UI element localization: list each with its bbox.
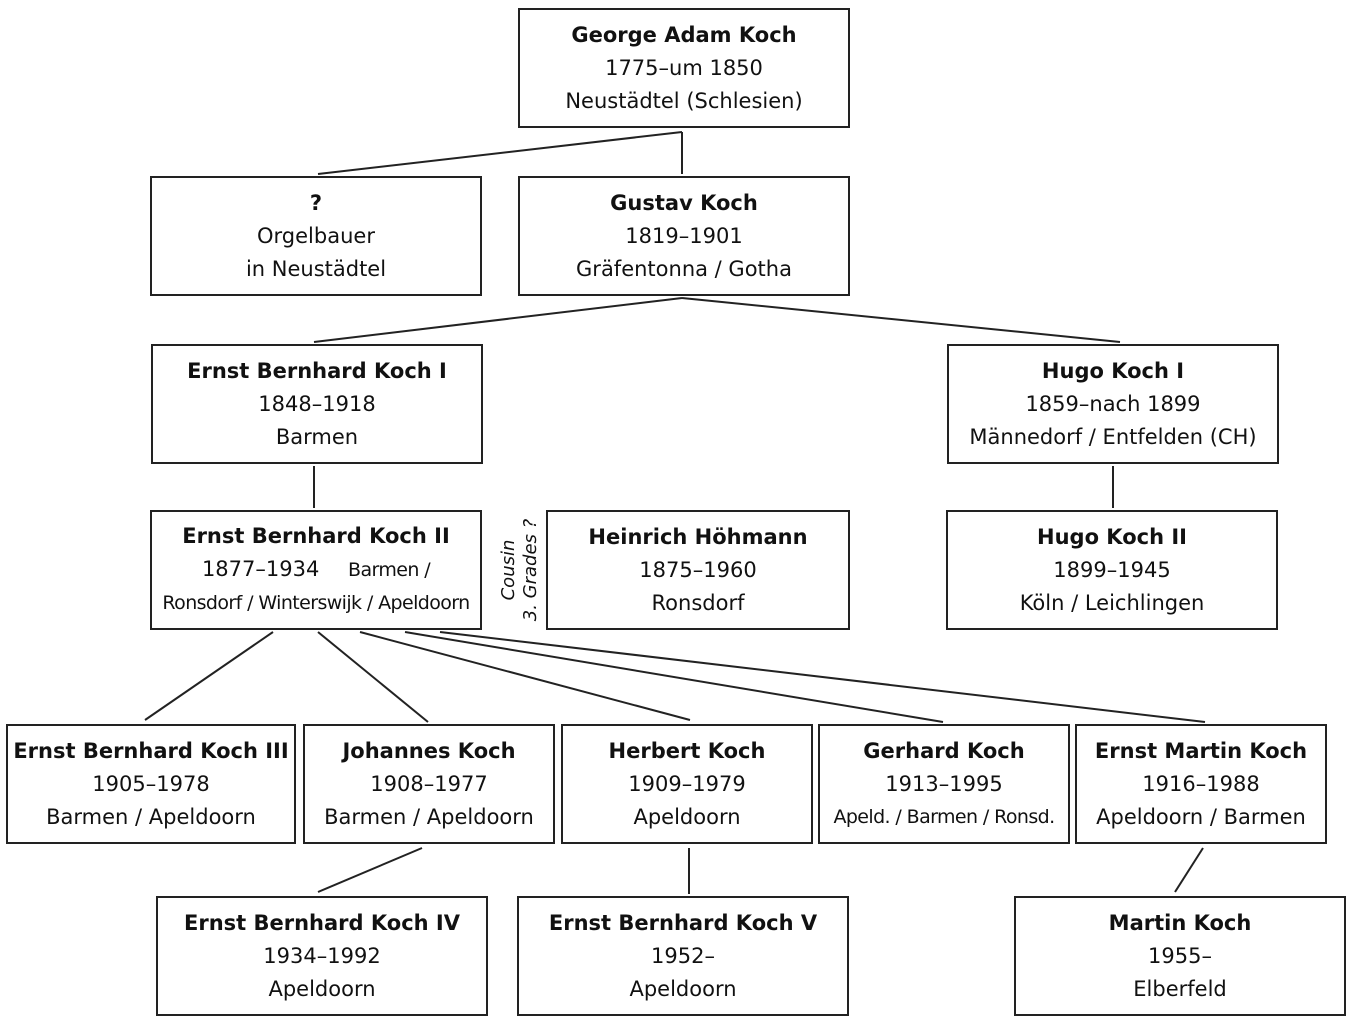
person-place: Apeldoorn (268, 976, 376, 1001)
person-dates: 1877–1934 (201, 557, 320, 581)
person-place: Ronsdorf / Winterswijk / Apeldoorn (162, 592, 470, 614)
person-name: Hugo Koch I (1041, 358, 1185, 383)
person-box-ernst-bernhard-koch-ii: Ernst Bernhard Koch II 1877–1934 Barmen … (150, 510, 482, 630)
person-name: Martin Koch (1108, 910, 1252, 935)
person-name: Herbert Koch (608, 738, 766, 763)
person-name: Ernst Bernhard Koch V (548, 910, 818, 935)
connector-line (144, 631, 274, 721)
person-place: Apeldoorn / Barmen (1096, 804, 1306, 829)
person-place: Apeld. / Barmen / Ronsd. (833, 805, 1055, 828)
person-dates: 1875–1960 (639, 557, 757, 582)
person-box-ernst-martin-koch: Ernst Martin Koch 1916–1988 Apeldoorn / … (1075, 724, 1327, 844)
person-place: Barmen / Apeldoorn (46, 804, 256, 829)
connector-line (317, 131, 683, 175)
person-name: Ernst Martin Koch (1094, 738, 1308, 763)
person-place: Barmen (275, 424, 359, 449)
connector-line (317, 847, 423, 893)
person-dates: 1905–1978 (92, 771, 210, 796)
cousin-note-line2: 3. Grades ? (520, 518, 541, 622)
connector-line (317, 631, 429, 723)
person-box-unknown-orgelbauer: ? Orgelbauer in Neustädtel (150, 176, 482, 296)
person-name: George Adam Koch (571, 22, 797, 47)
person-name: Hugo Koch II (1037, 524, 1187, 549)
person-dates: 1819–1901 (625, 223, 743, 248)
person-box-ernst-bernhard-koch-v: Ernst Bernhard Koch V 1952– Apeldoorn (517, 896, 849, 1016)
person-dates: 1934–1992 (263, 943, 381, 968)
person-box-martin-koch: Martin Koch 1955– Elberfeld (1014, 896, 1346, 1016)
connector-line (439, 631, 1206, 723)
person-dates: 1848–1918 (258, 391, 376, 416)
person-name: Johannes Koch (342, 738, 516, 763)
person-box-johannes-koch: Johannes Koch 1908–1977 Barmen / Apeldoo… (303, 724, 555, 844)
person-dates: 1908–1977 (370, 771, 488, 796)
connector-line (359, 631, 691, 721)
person-place: Neustädtel (Schlesien) (565, 88, 803, 113)
person-box-ernst-bernhard-koch-i: Ernst Bernhard Koch I 1848–1918 Barmen (151, 344, 483, 464)
connector-line (1174, 847, 1204, 893)
person-dates: 1899–1945 (1053, 557, 1171, 582)
cousin-note-line1: Cousin (498, 539, 519, 601)
person-dates: 1775–um 1850 (605, 55, 763, 80)
person-place: Elberfeld (1133, 976, 1227, 1001)
person-dates: 1913–1995 (885, 771, 1003, 796)
person-name: Gerhard Koch (863, 738, 1025, 763)
person-place: Apeldoorn (633, 804, 741, 829)
connector-line (313, 297, 683, 343)
person-box-ernst-bernhard-koch-iv: Ernst Bernhard Koch IV 1934–1992 Apeldoo… (156, 896, 488, 1016)
person-box-herbert-koch: Herbert Koch 1909–1979 Apeldoorn (561, 724, 813, 844)
person-place: in Neustädtel (245, 256, 387, 281)
person-name: Heinrich Höhmann (588, 524, 808, 549)
person-place: Köln / Leichlingen (1019, 590, 1205, 615)
person-name: Ernst Bernhard Koch I (187, 358, 447, 383)
person-name: Ernst Bernhard Koch III (13, 738, 289, 763)
person-name: Gustav Koch (610, 190, 758, 215)
person-occupation: Orgelbauer (257, 223, 375, 248)
person-place: Männedorf / Entfelden (CH) (969, 424, 1257, 449)
person-box-gerhard-koch: Gerhard Koch 1913–1995 Apeld. / Barmen /… (818, 724, 1070, 844)
person-name: ? (309, 190, 323, 215)
person-dates: 1909–1979 (628, 771, 746, 796)
person-place: Gräfentonna / Gotha (576, 256, 792, 281)
person-place-part: Barmen / (348, 559, 431, 581)
person-place: Apeldoorn (629, 976, 737, 1001)
person-dates-line: 1877–1934 Barmen / (201, 553, 431, 587)
connector-line (681, 297, 1121, 343)
person-dates: 1916–1988 (1142, 771, 1260, 796)
person-box-gustav-koch: Gustav Koch 1819–1901 Gräfentonna / Goth… (518, 176, 850, 296)
person-dates: 1955– (1148, 943, 1212, 968)
person-place: Barmen / Apeldoorn (324, 804, 534, 829)
person-dates: 1952– (651, 943, 715, 968)
person-box-hugo-koch-i: Hugo Koch I 1859–nach 1899 Männedorf / E… (947, 344, 1279, 464)
person-place: Ronsdorf (651, 590, 745, 615)
connector-line (404, 631, 944, 723)
person-name: Ernst Bernhard Koch IV (184, 910, 460, 935)
person-name: Ernst Bernhard Koch II (182, 524, 450, 548)
person-box-heinrich-hoehmann: Heinrich Höhmann 1875–1960 Ronsdorf (546, 510, 850, 630)
person-dates: 1859–nach 1899 (1025, 391, 1201, 416)
person-box-hugo-koch-ii: Hugo Koch II 1899–1945 Köln / Leichlinge… (946, 510, 1278, 630)
person-box-ernst-bernhard-koch-iii: Ernst Bernhard Koch III 1905–1978 Barmen… (6, 724, 296, 844)
person-box-george-adam-koch: George Adam Koch 1775–um 1850 Neustädtel… (518, 8, 850, 128)
